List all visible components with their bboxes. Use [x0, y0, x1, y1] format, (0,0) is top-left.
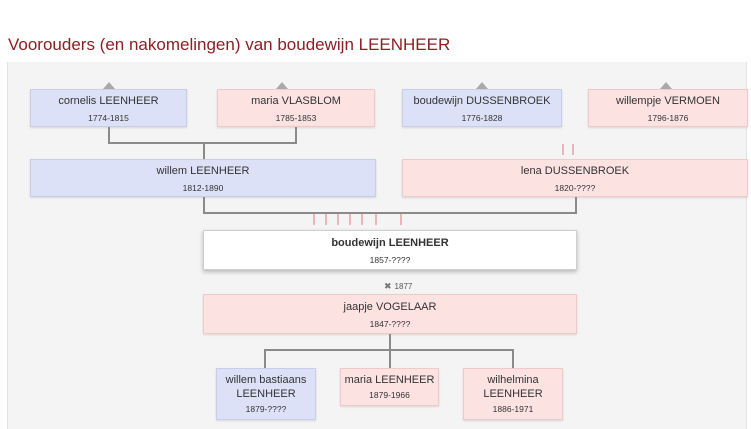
connector-line [108, 142, 297, 144]
person-dates: 1879-1966 [369, 390, 410, 400]
sibling-marker [375, 214, 377, 225]
person-name: boudewijn LEENHEER [331, 237, 449, 249]
person-box-child[interactable]: wilhelmina LEENHEER 1886-1971 [463, 368, 563, 420]
sibling-marker [361, 214, 363, 225]
person-name: LEENHEER [483, 388, 543, 400]
person-name: cornelis LEENHEER [58, 95, 159, 107]
sibling-marker [400, 214, 402, 225]
person-name: boudewijn DUSSENBROEK [413, 95, 551, 107]
connector-line [575, 197, 577, 213]
connector-line [203, 142, 205, 160]
expand-ancestors-arrow-icon[interactable] [276, 82, 288, 89]
person-name: willem LEENHEER [156, 165, 250, 177]
person-box-father[interactable]: willem LEENHEER 1812-1890 [30, 159, 376, 197]
person-name: maria LEENHEER [344, 374, 435, 386]
person-name: willem bastiaans [225, 374, 307, 386]
sibling-marker [325, 214, 327, 225]
person-dates: 1796-1876 [647, 113, 689, 123]
person-name: lena DUSSENBROEK [520, 165, 630, 177]
person-name: jaapje VOGELAAR [343, 301, 437, 313]
person-dates: 1785-1853 [275, 113, 317, 123]
person-box-child[interactable]: maria LEENHEER 1879-1966 [340, 368, 439, 406]
person-dates: 1776-1828 [461, 113, 503, 123]
connector-line [203, 212, 577, 214]
person-box-mother[interactable]: lena DUSSENBROEK 1820-???? [402, 159, 748, 197]
person-dates: 1847-???? [369, 319, 411, 329]
person-dates: 1820-???? [554, 183, 596, 193]
rings-cross-icon: ✖ [384, 281, 392, 291]
person-box-grandmother-maternal[interactable]: willempje VERMOEN 1796-1876 [588, 89, 748, 127]
person-dates: 1857-???? [369, 255, 411, 265]
person-dates: 1879-???? [245, 404, 287, 414]
sibling-marker [349, 214, 351, 225]
person-box-child[interactable]: willem bastiaans LEENHEER 1879-???? [216, 368, 316, 420]
connector-line [295, 127, 297, 143]
relation-marker [562, 144, 564, 155]
person-box-spouse[interactable]: jaapje VOGELAAR 1847-???? [203, 294, 577, 334]
person-box-grandfather-paternal[interactable]: cornelis LEENHEER 1774-1815 [30, 89, 187, 127]
person-box-subject[interactable]: boudewijn LEENHEER 1857-???? [203, 230, 577, 270]
sibling-marker [337, 214, 339, 225]
person-name: LEENHEER [236, 388, 296, 400]
marriage-year: 1877 [394, 282, 413, 291]
connector-line [389, 334, 391, 350]
connector-line [512, 349, 514, 369]
person-box-grandfather-maternal[interactable]: boudewijn DUSSENBROEK 1776-1828 [402, 89, 562, 127]
expand-ancestors-arrow-icon[interactable] [476, 82, 488, 89]
person-box-grandmother-paternal[interactable]: maria VLASBLOM 1785-1853 [217, 89, 375, 127]
person-dates: 1774-1815 [88, 113, 129, 123]
person-dates: 1812-1890 [182, 183, 224, 193]
connector-line [389, 349, 391, 369]
person-name: willempje VERMOEN [616, 95, 720, 107]
expand-ancestors-arrow-icon[interactable] [660, 82, 672, 89]
marriage-label: ✖1877 [384, 281, 412, 292]
relation-marker [572, 144, 574, 155]
person-dates: 1886-1971 [492, 404, 534, 414]
sibling-marker [313, 214, 315, 225]
person-name: maria VLASBLOM [251, 95, 341, 107]
page-title: Voorouders (en nakomelingen) van boudewi… [8, 35, 451, 54]
expand-ancestors-arrow-icon[interactable] [103, 82, 115, 89]
connector-line [264, 349, 266, 369]
connector-line [203, 197, 205, 213]
person-name: wilhelmina [487, 374, 539, 386]
connector-line [108, 127, 110, 143]
